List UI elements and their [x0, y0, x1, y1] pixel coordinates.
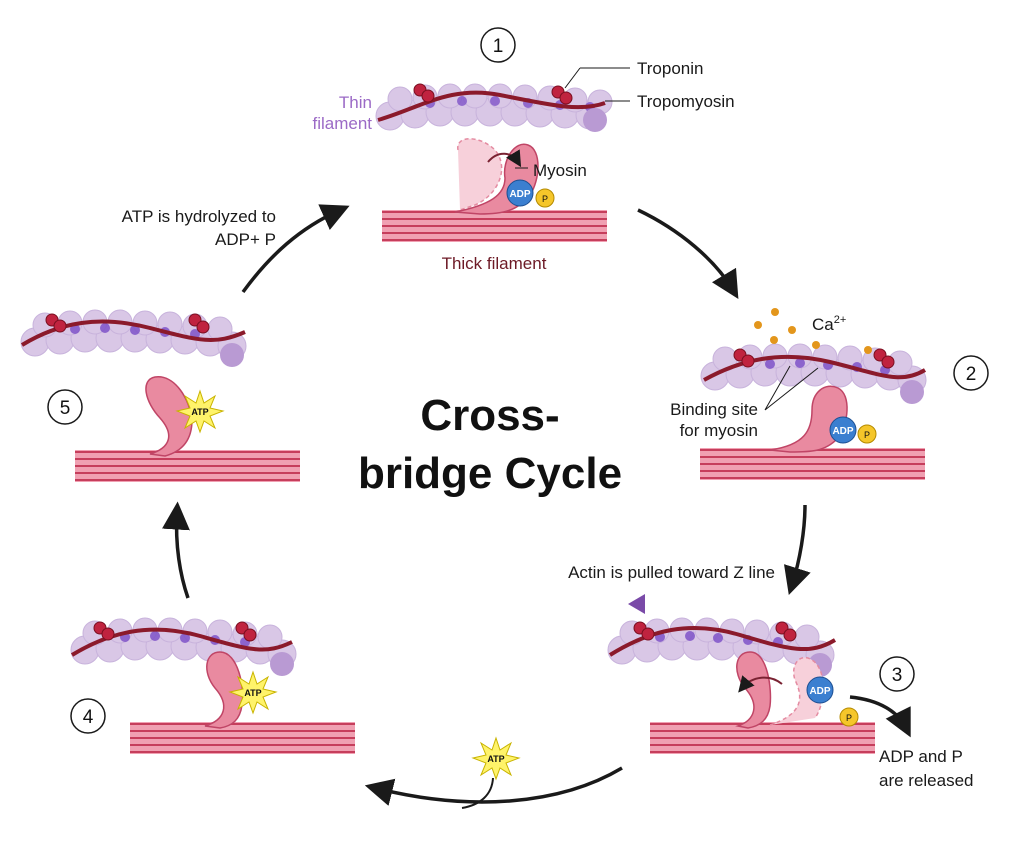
tropomyosin-strand [703, 354, 927, 382]
adp-molecule [829, 416, 857, 444]
adp-label: ADP [509, 189, 530, 200]
atp-entry-label: ATP [487, 754, 504, 764]
arrow-5-to-1 [241, 204, 350, 294]
step-5-number: 5 [60, 398, 71, 419]
step-4-badge [70, 698, 106, 734]
myosin-head-previous [457, 138, 503, 211]
atp-label: ATP [191, 407, 208, 417]
troponin-label: Troponin [637, 59, 703, 78]
adp-label: ADP [809, 686, 830, 697]
myosin-head [204, 651, 244, 729]
troponin-complex [633, 621, 797, 642]
adp-molecule [806, 676, 834, 704]
thick-filament [382, 210, 607, 242]
step-4-number: 4 [83, 707, 94, 728]
diagram-title-line-1: Cross- [420, 391, 559, 440]
calcium-label: Ca2+ [812, 314, 846, 334]
step-2-number: 2 [966, 364, 977, 385]
atp-molecule [175, 389, 225, 434]
arrow-3-to-4 [364, 766, 623, 806]
myosin-head [145, 376, 193, 457]
cocking-arrow [487, 149, 522, 168]
arrow-2-to-3 [783, 504, 811, 596]
thin-filament [70, 617, 297, 676]
atp-molecule [228, 670, 278, 715]
phosphate-label: P [846, 713, 852, 723]
release-arrow [849, 695, 911, 738]
phosphate-label: P [864, 430, 870, 440]
phosphate-molecule [535, 188, 555, 208]
step-2-badge [953, 355, 989, 391]
step-1-panel: ADP P 1 Troponin Tropomyosin Thin filame… [312, 27, 735, 273]
troponin-leader [564, 67, 581, 89]
cycle-arrows [161, 204, 811, 806]
step-5-badge [47, 389, 83, 425]
step-3-badge [879, 656, 915, 692]
myosin-head [769, 385, 848, 453]
step-5-panel: ATP 5 [20, 309, 300, 482]
thick-filament [700, 448, 925, 480]
adp-molecule [506, 179, 534, 207]
myosin-label: Myosin [533, 161, 587, 180]
troponin-complex [45, 313, 210, 334]
atp-molecule-entry [471, 736, 521, 781]
hydrolyzed-label-2: ADP+ P [215, 230, 276, 249]
myosin-head [735, 651, 772, 729]
diagram-title-line-2: bridge Cycle [358, 449, 622, 498]
binding-site-label-1: Binding site [670, 400, 758, 419]
tropomyosin-label: Tropomyosin [637, 92, 735, 111]
thin-filament-label-1: Thin [339, 93, 372, 112]
troponin-complex [413, 83, 573, 105]
step-1-badge [480, 27, 516, 63]
atp-label: ATP [244, 688, 261, 698]
power-stroke-arrow [738, 675, 783, 693]
hydrolyzed-label-1: ATP is hydrolyzed to [122, 207, 276, 226]
troponin-complex [733, 348, 895, 369]
calcium-ions [754, 308, 872, 354]
step-2-panel: Ca2+ ADP P Binding site for myosin 2 [670, 308, 989, 480]
phosphate-molecule [839, 707, 859, 727]
phosphate-label: P [542, 194, 548, 204]
troponin-complex [93, 621, 257, 642]
phosphate-molecule [857, 424, 877, 444]
atp-entry-line [461, 777, 494, 809]
adp-label: ADP [832, 426, 853, 437]
arrow-1-to-2 [637, 208, 739, 300]
released-label-2: are released [879, 771, 974, 790]
actin-pulled-label: Actin is pulled toward Z line [568, 563, 775, 582]
step-4-panel: ATP 4 [70, 617, 355, 754]
thin-filament-label-2: filament [312, 114, 372, 133]
step-3-panel: ADP P Actin is pulled toward Z line 3 AD… [568, 563, 973, 790]
binding-site-leaders [764, 365, 819, 411]
thick-filament [130, 722, 355, 754]
step-3-number: 3 [892, 665, 903, 686]
tropomyosin-strand [20, 319, 246, 347]
thick-filament-label: Thick filament [442, 254, 547, 273]
pull-arrow-head [628, 594, 645, 614]
thick-filament [650, 722, 875, 754]
thick-filament [75, 450, 300, 482]
released-label-1: ADP and P [879, 747, 963, 766]
arrow-4-to-5 [161, 501, 190, 599]
tropomyosin-strand [377, 90, 606, 122]
binding-site-label-2: for myosin [680, 421, 758, 440]
step-1-number: 1 [493, 36, 504, 57]
